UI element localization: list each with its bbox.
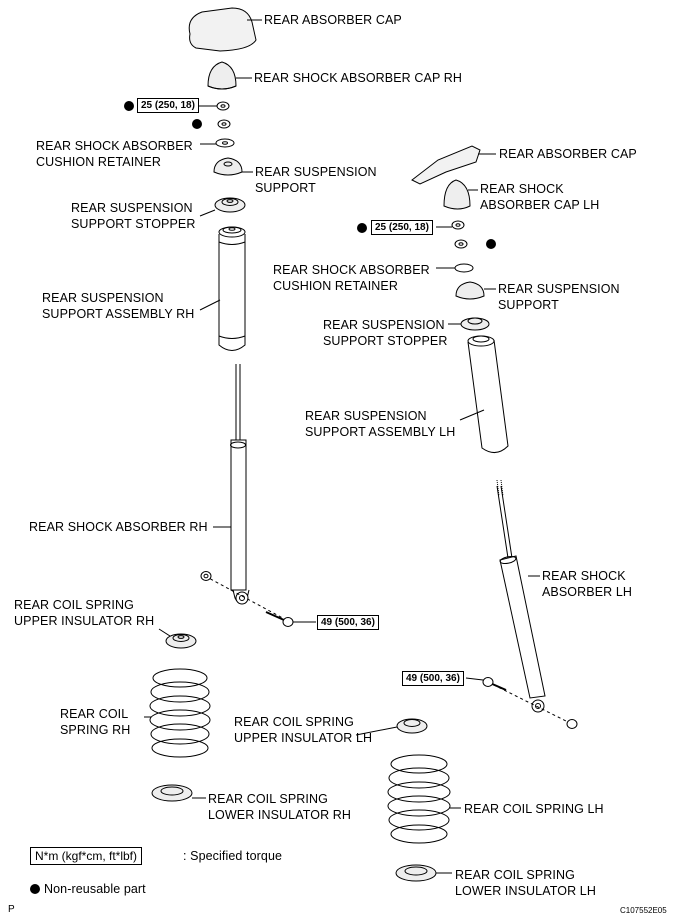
lh-shock-body (499, 555, 546, 699)
lh-cushion-retainer-shape (454, 263, 474, 273)
rh-lower-nut (200, 571, 212, 581)
lh-nonreusable-top-marker (357, 223, 367, 233)
rh-nut-1 (216, 101, 230, 111)
rh-lower-insulator-label: REAR COIL SPRING LOWER INSULATOR RH (208, 792, 352, 822)
rh-nonreusable-nut-marker (192, 119, 202, 129)
lh-torque-top-label: 25 (250, 18) (371, 220, 433, 235)
lh-support-stopper-label: REAR SUSPENSION SUPPORT STOPPER (323, 318, 448, 348)
lh-support-assembly-shape (467, 339, 509, 453)
rh-shock-cap-shape (207, 61, 237, 90)
rh-coil-spring-label: REAR COIL SPRING RH (60, 707, 131, 737)
lh-suspension-support-label: REAR SUSPENSION SUPPORT (498, 282, 620, 312)
rh-shock-rod (235, 364, 241, 440)
lh-shock-cap-label: REAR SHOCK ABSORBER CAP LH (480, 182, 600, 212)
rh-support-assembly-shape (218, 234, 246, 351)
legend-nonreusable-label: Non-reusable part (44, 882, 146, 896)
lh-shock-absorber-label: REAR SHOCK ABSORBER LH (542, 569, 633, 599)
rh-bolt (265, 611, 285, 621)
lh-lower-nut (566, 719, 578, 729)
rh-nonreusable-top-marker (124, 101, 134, 111)
lh-absorber-cap-shape (411, 145, 481, 185)
lh-suspension-support-shape (455, 281, 485, 300)
lh-lower-insulator-label: REAR COIL SPRING LOWER INSULATOR LH (455, 868, 596, 898)
rh-absorber-cap-label: REAR ABSORBER CAP (264, 13, 402, 27)
lh-nonreusable-nut-marker (486, 239, 496, 249)
page-mark: P (8, 904, 15, 915)
rh-suspension-support-label: REAR SUSPENSION SUPPORT (255, 165, 377, 195)
legend-torque-unit-box: N*m (kgf*cm, ft*lbf) (30, 847, 143, 865)
legend-nonreusable-dot (30, 884, 40, 894)
rh-absorber-cap-shape (188, 7, 257, 52)
lh-support-assembly-label: REAR SUSPENSION SUPPORT ASSEMBLY LH (305, 409, 456, 439)
rh-upper-insulator-label: REAR COIL SPRING UPPER INSULATOR RH (14, 598, 155, 628)
rh-torque-bottom-label: 49 (500, 36) (317, 615, 379, 630)
lh-torque-bottom-label: 49 (500, 36) (402, 671, 464, 686)
lh-shock-cap-shape (443, 179, 471, 210)
rh-cushion-retainer-shape (215, 138, 235, 148)
lh-upper-insulator-label: REAR COIL SPRING UPPER INSULATOR LH (234, 715, 373, 745)
rh-cushion-retainer-label: REAR SHOCK ABSORBER CUSHION RETAINER (36, 139, 193, 169)
rh-shock-cap-label: REAR SHOCK ABSORBER CAP RH (254, 71, 462, 85)
rh-nut-2 (217, 119, 231, 129)
lh-absorber-cap-label: REAR ABSORBER CAP (499, 147, 637, 161)
rh-support-stopper-label: REAR SUSPENSION SUPPORT STOPPER (71, 201, 196, 231)
rh-coil-spring-shape (149, 668, 211, 758)
lh-cushion-retainer-label: REAR SHOCK ABSORBER CUSHION RETAINER (273, 263, 430, 293)
rh-support-assembly-label: REAR SUSPENSION SUPPORT ASSEMBLY RH (42, 291, 195, 321)
lh-coil-spring-shape (387, 754, 451, 844)
lh-nut-2 (454, 239, 468, 249)
lh-nut-1 (451, 220, 465, 230)
rh-torque-top-label: 25 (250, 18) (137, 98, 199, 113)
rh-shock-body (230, 439, 247, 591)
legend-torque-desc: : Specified torque (183, 849, 283, 863)
lh-coil-spring-label: REAR COIL SPRING LH (464, 802, 604, 816)
figure-code: C107552E05 (620, 906, 667, 915)
rh-shock-absorber-label: REAR SHOCK ABSORBER RH (29, 520, 208, 534)
lh-shock-rod (496, 485, 513, 559)
